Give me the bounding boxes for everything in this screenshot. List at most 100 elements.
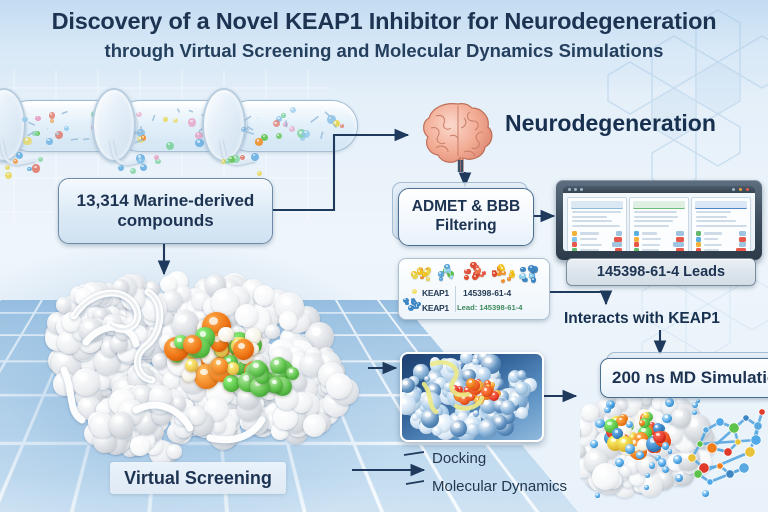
panel-row-icon <box>572 231 577 236</box>
panel-row-text <box>642 249 660 251</box>
md-simulation-visualization <box>580 378 768 512</box>
molecule-thumbnail-atom <box>464 274 470 280</box>
panel-text-line <box>696 224 747 228</box>
ligand-atom <box>185 359 198 372</box>
panel-row-badge <box>615 231 622 236</box>
compounds-count-box[interactable]: 13,314 Marine-derived compounds <box>58 178 273 244</box>
molecule-sphere <box>22 136 32 146</box>
molecule-thumbnail-atom <box>439 276 444 282</box>
test-tube-icon <box>202 88 358 177</box>
panel-row-icon <box>634 247 639 251</box>
molecule-sphere <box>13 158 19 165</box>
panel-row-icon <box>572 242 577 248</box>
panel-text-line <box>634 224 669 228</box>
molecule-sphere <box>27 166 32 172</box>
molecule-thumbnail-atom <box>449 275 454 279</box>
protein-atom <box>152 352 168 369</box>
lead-card-value-2: Lead: 145398-61-4 <box>457 303 523 312</box>
dashboard-panel[interactable] <box>691 197 751 251</box>
molecule-sphere <box>224 158 231 165</box>
panel-row-icon <box>696 231 701 236</box>
molecule-sphere <box>137 129 146 138</box>
monitor-icon[interactable] <box>556 180 762 268</box>
panel-row-text <box>704 243 722 246</box>
protein-atom <box>162 371 181 389</box>
panel-row-badge <box>738 236 746 242</box>
panel-row-badge <box>611 242 622 248</box>
molecule-sphere <box>261 133 269 141</box>
panel-row-text <box>580 243 603 246</box>
panel-header <box>571 201 623 209</box>
molecule-sphere <box>141 135 147 141</box>
admet-filter-label: ADMET & BBB Filtering <box>411 198 521 234</box>
molecule-sphere <box>32 130 38 137</box>
molecule-thumbnail-atom <box>520 266 526 273</box>
lead-card-divider <box>455 286 456 312</box>
molecule-sphere <box>48 111 56 119</box>
neurodegeneration-label: Neurodegeneration <box>505 110 716 136</box>
leads-plate-label: 145398-61-4 Leads <box>596 264 726 280</box>
panel-text-line <box>634 220 673 223</box>
ligand-atom <box>212 357 228 374</box>
dashboard-panel[interactable] <box>629 197 689 251</box>
molecule-sphere <box>332 120 340 128</box>
molecule-sphere <box>16 152 24 160</box>
background-top-wash <box>0 0 768 95</box>
molecule-thumbnail-atom <box>528 265 535 272</box>
molecule-sphere <box>297 129 307 139</box>
leads-plate-label-box[interactable]: 145398-61-4 Leads <box>566 258 756 286</box>
molecule-sphere <box>4 164 11 171</box>
docking-label: Docking <box>432 450 487 467</box>
molecule-sphere <box>195 139 204 148</box>
molecule-sphere <box>162 117 168 122</box>
panel-row-icon <box>696 236 701 242</box>
molecule-thumbnail-atom <box>416 268 423 276</box>
lead-compound-card[interactable]: KEAP1 145398-61-4 KEAP1 Lead: 145398-61-… <box>398 258 550 320</box>
lead-card-tag-1: KEAP1 <box>422 288 449 298</box>
molecule-sphere <box>195 131 203 140</box>
molecule-sphere <box>255 138 263 146</box>
panel-row-badge <box>735 247 746 251</box>
molecule-sphere <box>241 126 247 132</box>
molecule-thumbnail-atom <box>481 270 486 275</box>
panel-row-text <box>580 249 600 251</box>
panel-row-icon <box>634 236 639 242</box>
panel-row-badge <box>738 231 746 236</box>
panel-row-badge <box>614 236 622 242</box>
lead-molecule-thumbnails <box>399 259 549 289</box>
molecule-sphere <box>31 164 41 173</box>
molecule-sphere <box>45 137 53 145</box>
molecule-thumbnail-atom <box>491 271 498 277</box>
molecule-sphere <box>257 171 262 177</box>
panel-text-line <box>634 215 678 218</box>
molecule-sphere <box>22 116 28 123</box>
md-ligand-stick-model <box>687 408 766 486</box>
molecule-sphere <box>239 154 246 161</box>
molecule-thumbnail-atom <box>507 277 512 282</box>
molecule-sphere <box>220 159 227 165</box>
panel-row-badge <box>675 231 684 236</box>
molecule-thumbnail-atom <box>414 304 420 310</box>
molecule-sphere <box>187 118 197 127</box>
molecule-thumbnail-atom <box>437 270 444 278</box>
panel-row-text <box>580 237 597 241</box>
molecule-sphere <box>49 119 55 124</box>
md-simulation-box[interactable]: 200 ns MD Simulation <box>600 358 768 398</box>
dashboard-panel[interactable] <box>567 197 627 251</box>
molecule-thumbnail-atom <box>412 289 417 294</box>
molecule-sphere <box>165 141 175 151</box>
molecule-sphere <box>117 164 124 171</box>
panel-row-text <box>642 243 660 246</box>
panel-row-text <box>642 232 658 235</box>
molecule-sphere <box>139 164 147 171</box>
panel-row-icon <box>634 242 639 248</box>
virtual-screening-box[interactable]: Virtual Screening <box>110 462 286 494</box>
molecule-sphere <box>172 117 179 124</box>
panel-row-text <box>580 232 599 235</box>
molecule-sphere <box>272 120 280 128</box>
docking-visualization-panel[interactable] <box>400 352 544 442</box>
admet-filter-box[interactable]: ADMET & BBB Filtering <box>398 188 534 246</box>
md-simulation-label: 200 ns MD Simulation <box>612 368 768 387</box>
molecule-sphere <box>251 152 259 161</box>
